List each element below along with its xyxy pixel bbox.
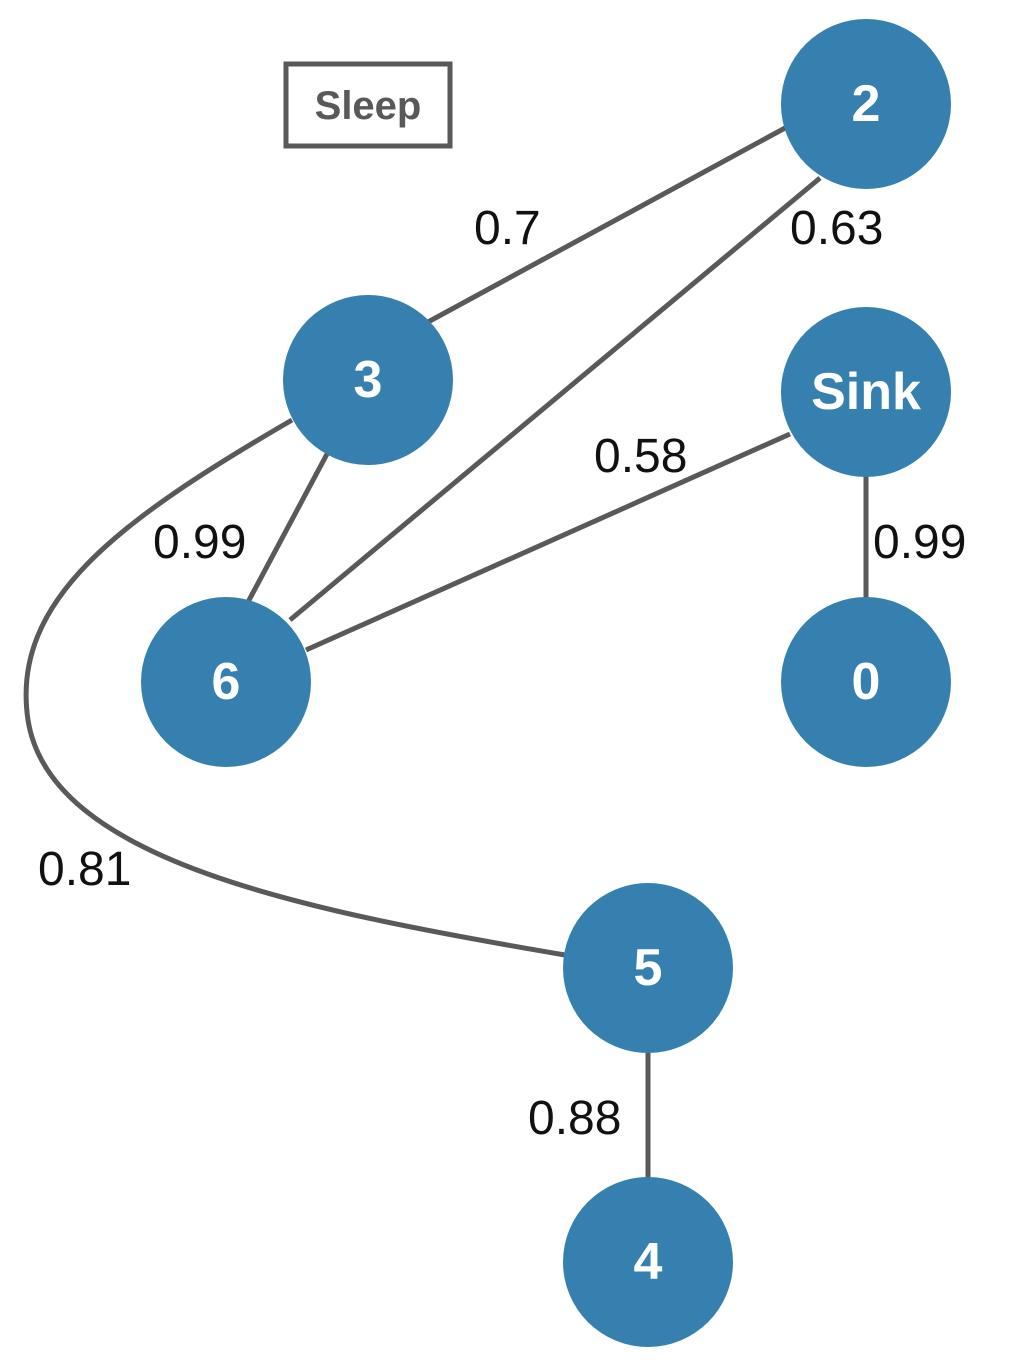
edge-sink-6 <box>304 431 792 653</box>
node-2: 2 <box>781 19 951 189</box>
edge-3-5 <box>23 417 566 958</box>
edge-label-3-5: 0.81 <box>38 843 131 896</box>
edge-labels: 0.7 0.63 0.58 0.99 0.99 0.81 0.88 <box>38 202 966 1145</box>
node-4: 4 <box>563 1177 733 1347</box>
node-label-2: 2 <box>852 75 881 133</box>
node-label-5: 5 <box>634 939 663 997</box>
node-label-3: 3 <box>354 351 383 409</box>
node-3: 3 <box>283 295 453 465</box>
edges <box>23 125 869 1178</box>
edge-2-3 <box>426 125 787 325</box>
node-label-6: 6 <box>212 653 241 711</box>
node-label-sink: Sink <box>811 363 921 421</box>
edge-label-5-4: 0.88 <box>528 1092 621 1145</box>
node-6: 6 <box>141 597 311 767</box>
legend-box <box>283 61 453 149</box>
edge-label-2-6: 0.63 <box>790 202 883 255</box>
edge-label-sink-0: 0.99 <box>873 516 966 569</box>
edge-label-2-3: 0.7 <box>474 202 541 255</box>
edge-2-6 <box>288 176 822 622</box>
edge-label-3-6: 0.99 <box>153 516 246 569</box>
node-label-0: 0 <box>852 653 881 711</box>
legend-sleep: Sleep <box>283 61 453 149</box>
legend-label: Sleep <box>315 84 422 128</box>
node-0: 0 <box>781 597 951 767</box>
node-5: 5 <box>563 883 733 1053</box>
node-label-4: 4 <box>634 1233 663 1291</box>
edge-label-sink-6: 0.58 <box>594 430 687 483</box>
node-sink: Sink <box>781 307 951 477</box>
edge-3-6 <box>245 452 330 604</box>
nodes: 2 3 Sink 6 0 5 4 <box>141 19 951 1347</box>
